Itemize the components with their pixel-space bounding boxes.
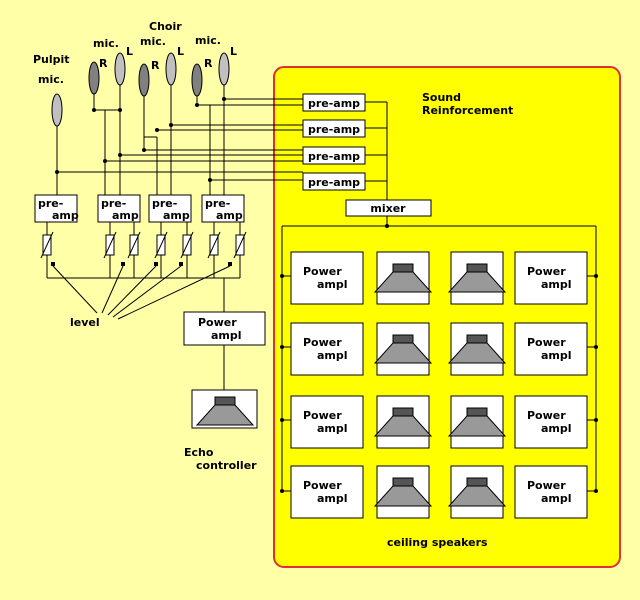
echo-power-ampl-line-1: Power xyxy=(198,316,237,329)
mic-l-right-icon xyxy=(218,52,230,86)
ceiling-bus xyxy=(280,225,598,493)
svg-text:pre-: pre- xyxy=(205,197,230,210)
ceiling-power-ampl-label: ampl xyxy=(541,278,572,291)
echo-label-line-2: controller xyxy=(196,459,257,472)
ceiling-power-ampl-label: Power xyxy=(527,409,566,422)
ceiling-power-ampl-label: Power xyxy=(303,265,342,278)
mic-r-left-icon xyxy=(88,61,100,95)
mic-right-group-label: mic. xyxy=(195,34,221,47)
r-label-center: R xyxy=(151,59,160,72)
mixer-box xyxy=(345,199,432,217)
ceiling-power-ampl-label: Power xyxy=(303,479,342,492)
svg-text:amp: amp xyxy=(52,209,79,222)
mixer-label: mixer xyxy=(370,202,406,215)
choir-label: Choir xyxy=(149,20,182,33)
upper-pre-amps: pre-amp pre-amp pre-amp pre-amp xyxy=(302,93,366,191)
ceiling-power-ampl-box xyxy=(290,465,364,519)
echo-power-ampl-line-2: ampl xyxy=(211,329,242,342)
pulpit-mic-icon xyxy=(51,93,63,127)
ceiling-power-ampl-label: ampl xyxy=(541,492,572,505)
ceiling-power-ampl-box xyxy=(514,395,588,449)
mic-cables xyxy=(56,85,225,195)
pulpit-mic-label: mic. xyxy=(38,73,64,86)
ceiling-amp-speaker-rows: PoweramplPoweramplPoweramplPoweramplPowe… xyxy=(290,251,588,519)
ceiling-power-ampl-label: Power xyxy=(303,409,342,422)
mic-l-left-icon xyxy=(114,52,126,86)
ceiling-power-ampl-label: ampl xyxy=(541,349,572,362)
ceiling-power-ampl-label: ampl xyxy=(317,349,348,362)
ceiling-power-ampl-label: ampl xyxy=(317,278,348,291)
ceiling-speakers-label: ceiling speakers xyxy=(387,536,488,549)
r-label-right: R xyxy=(204,57,213,70)
level-label: level xyxy=(70,316,100,329)
sound-reinforcement-line-2: Reinforcement xyxy=(422,104,513,117)
local-pre-amp-labels: pre- amp pre- amp pre- amp pre- amp xyxy=(38,197,243,222)
r-label-left: R xyxy=(99,57,108,70)
ceiling-power-ampl-box xyxy=(290,251,364,305)
mic-r-right-icon xyxy=(191,63,203,97)
ceiling-power-ampl-box xyxy=(290,395,364,449)
mic-r-center-icon xyxy=(138,63,150,97)
l-label-right: L xyxy=(230,45,237,58)
ceiling-power-ampl-box xyxy=(514,251,588,305)
ceiling-speaker-box xyxy=(450,322,504,376)
level-pointer-lines xyxy=(52,265,231,320)
ceiling-power-ampl-box xyxy=(290,322,364,376)
pre-amp-to-mixer-wires xyxy=(365,101,389,228)
mic-left-group-label: mic. xyxy=(93,37,119,50)
mic-bus-lines xyxy=(57,98,303,181)
echo-label-line-1: Echo xyxy=(184,446,214,459)
level-potentiometers xyxy=(40,222,247,312)
local-pre-amps xyxy=(34,194,245,223)
pre-amp-4-label: pre-amp xyxy=(308,176,360,189)
ceiling-power-ampl-label: ampl xyxy=(541,422,572,435)
ceiling-power-ampl-label: ampl xyxy=(317,422,348,435)
bus-junctions xyxy=(55,97,226,182)
mic-l-center-icon xyxy=(165,52,177,86)
svg-text:amp: amp xyxy=(163,209,190,222)
ceiling-power-ampl-label: Power xyxy=(527,336,566,349)
svg-text:pre-: pre- xyxy=(38,197,63,210)
svg-text:amp: amp xyxy=(216,209,243,222)
ceiling-power-ampl-label: Power xyxy=(527,479,566,492)
echo-power-ampl-box xyxy=(183,311,266,346)
l-label-left: L xyxy=(126,45,133,58)
ceiling-power-ampl-label: Power xyxy=(303,336,342,349)
svg-text:pre-: pre- xyxy=(152,197,177,210)
l-label-center: L xyxy=(177,45,184,58)
sound-reinforcement-line-1: Sound xyxy=(422,91,461,104)
ceiling-power-ampl-box xyxy=(514,322,588,376)
ceiling-power-ampl-label: Power xyxy=(527,265,566,278)
choir-mic-label: mic. xyxy=(140,35,166,48)
pre-amp-2-label: pre-amp xyxy=(308,123,360,136)
ceiling-power-ampl-box xyxy=(514,465,588,519)
svg-text:amp: amp xyxy=(112,209,139,222)
pre-amp-3-label: pre-amp xyxy=(308,150,360,163)
pulpit-label: Pulpit xyxy=(33,53,70,66)
pre-amp-1-label: pre-amp xyxy=(308,97,360,110)
svg-text:pre-: pre- xyxy=(101,197,126,210)
ceiling-power-ampl-label: ampl xyxy=(317,492,348,505)
ceiling-speaker-box xyxy=(376,322,430,376)
